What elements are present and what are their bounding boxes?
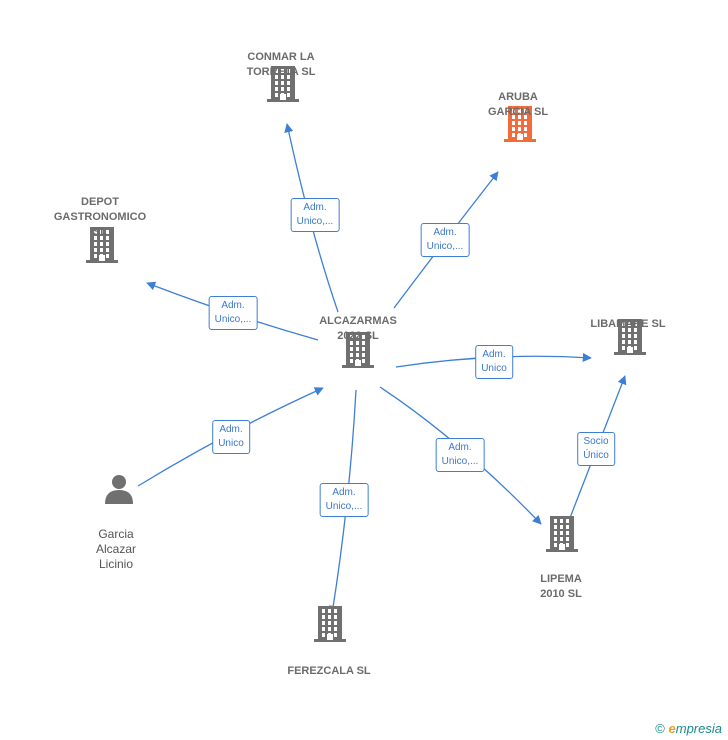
building-icon[interactable] bbox=[546, 516, 578, 557]
node-label-alcazarmas[interactable]: ALCAZARMAS 2022 SL bbox=[319, 315, 397, 342]
node-label-lipema[interactable]: LIPEMA 2010 SL bbox=[540, 573, 582, 600]
building-icon[interactable] bbox=[314, 606, 346, 647]
brand-logo-initial: e bbox=[668, 721, 676, 736]
building-icon[interactable] bbox=[614, 319, 646, 360]
node-label-ferezcala[interactable]: FEREZCALA SL bbox=[287, 665, 371, 677]
building-icon[interactable] bbox=[504, 106, 536, 147]
building-icon[interactable] bbox=[86, 227, 118, 268]
node-label-garcia[interactable]: Garcia Alcazar Licinio bbox=[95, 527, 137, 571]
person-icon[interactable] bbox=[104, 474, 134, 509]
node-label-aruba[interactable]: ARUBA GARCIA SL bbox=[487, 91, 549, 118]
edge-label-alcazarmas-conmar[interactable]: Adm. Unico,... bbox=[290, 198, 340, 232]
edge-label-lipema-libamare[interactable]: Socio Único bbox=[577, 432, 615, 466]
node-label-libamare[interactable]: LIBAMARE SL bbox=[590, 318, 666, 330]
edge-label-alcazarmas-aruba[interactable]: Adm. Unico,... bbox=[420, 223, 470, 257]
brand-logo-text: mpresia bbox=[675, 721, 722, 736]
edge-label-alcazarmas-libamare[interactable]: Adm. Unico bbox=[475, 345, 513, 379]
node-label-depot[interactable]: DEPOT GASTRONOMICO SL bbox=[53, 196, 147, 238]
footer-brand: © empresia bbox=[655, 721, 722, 736]
edge-label-alcazarmas-lipema[interactable]: Adm. Unico,... bbox=[435, 438, 485, 472]
building-icon[interactable] bbox=[267, 66, 299, 107]
copyright-symbol: © bbox=[655, 721, 665, 736]
node-label-conmar[interactable]: CONMAR LA TORRETA SL bbox=[246, 51, 316, 78]
edge-label-garcia-alcazarmas[interactable]: Adm. Unico bbox=[212, 420, 250, 454]
edge-label-alcazarmas-depot[interactable]: Adm. Unico,... bbox=[208, 296, 258, 330]
edge-label-alcazarmas-ferezcala[interactable]: Adm. Unico,... bbox=[319, 483, 369, 517]
building-icon[interactable] bbox=[342, 332, 374, 373]
